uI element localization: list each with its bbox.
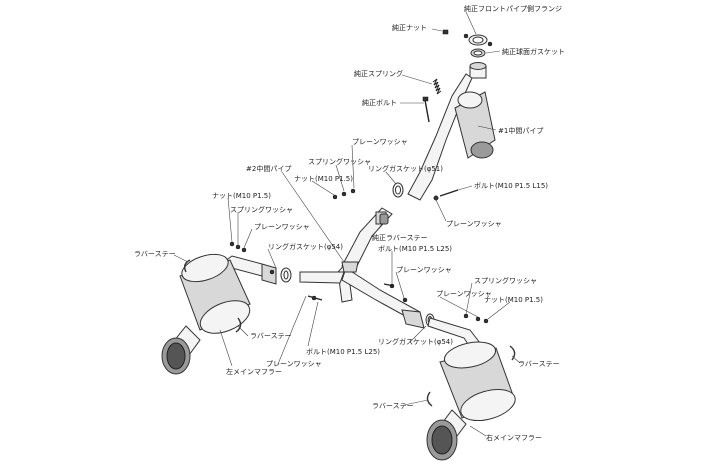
label-rubber-stay-r1: ラバーステー bbox=[518, 360, 560, 368]
label-bolt-top: 純正ボルト bbox=[362, 98, 397, 107]
nut-top-part bbox=[442, 29, 449, 35]
left-joint bbox=[229, 241, 323, 301]
pipe1-part bbox=[407, 62, 496, 201]
bolt-top-part bbox=[422, 96, 430, 123]
label-bolt-c: ボルト(M10 P1.5 L25) bbox=[378, 245, 452, 253]
label-nut-c: ナット(M10 P1.5) bbox=[294, 175, 353, 183]
label-rubber-stay-l2: ラバーステー bbox=[250, 332, 292, 340]
left-muffler-part bbox=[161, 253, 251, 375]
front-flange bbox=[463, 33, 493, 47]
label-main-muffler-r: 右メインマフラー bbox=[486, 433, 542, 442]
label-spring-washer-r: スプリングワッシャ bbox=[474, 276, 537, 285]
right-muffler-part bbox=[426, 341, 516, 461]
label-plain-washer-r3: プレーンワッシャ bbox=[436, 290, 492, 298]
label-rubber-stay-genuine: 純正ラバーステー bbox=[372, 233, 428, 242]
label-rubber-stay-l1: ラバーステー bbox=[134, 250, 176, 258]
label-pipe1: #1中間パイプ bbox=[498, 126, 543, 135]
label-ring-gasket-54-l: リングガスケット(φ54) bbox=[268, 242, 343, 251]
label-rubber-stay-r2: ラバーステー bbox=[372, 402, 414, 410]
label-spring-washer-c: スプリングワッシャ bbox=[308, 157, 371, 166]
leader-lines bbox=[173, 11, 521, 437]
label-main-muffler-l: 左メインマフラー bbox=[226, 367, 282, 376]
label-nut-top: 純正ナット bbox=[392, 23, 427, 32]
rubber-stay-genuine-part bbox=[379, 213, 389, 225]
label-spring: 純正スプリング bbox=[354, 69, 403, 78]
label-front-flange: 純正フロントパイプ側フランジ bbox=[464, 4, 562, 13]
label-nut-r: ナット(M10 P1.5) bbox=[484, 296, 543, 304]
label-plain-washer-r2: プレーンワッシャ bbox=[396, 266, 452, 274]
label-spring-washer-l: スプリングワッシャ bbox=[230, 205, 293, 214]
labels: 純正フロントパイプ側フランジ 純正ナット 純正球面ガスケット 純正スプリング 純… bbox=[134, 4, 565, 442]
label-ball-gasket: 純正球面ガスケット bbox=[502, 47, 565, 56]
label-pipe2: #2中間パイプ bbox=[246, 164, 291, 173]
label-ring-gasket-51: リングガスケット(φ51) bbox=[368, 164, 443, 173]
ring-gasket-51-part bbox=[392, 182, 404, 198]
label-ring-gasket-54-r: リングガスケット(φ54) bbox=[378, 337, 453, 346]
pipe2-part bbox=[299, 207, 421, 323]
label-plain-washer-c: プレーンワッシャ bbox=[352, 138, 408, 146]
label-plain-washer-r1: プレーンワッシャ bbox=[446, 220, 502, 228]
hardware-center bbox=[332, 188, 459, 201]
label-plain-washer-bl: プレーンワッシャ bbox=[266, 360, 322, 368]
label-bolt-bl: ボルト(M10 P1.5 L25) bbox=[306, 348, 380, 356]
label-bolt-right-top: ボルト(M10 P1.5 L15) bbox=[474, 182, 548, 190]
label-nut-l: ナット(M10 P1.5) bbox=[212, 192, 271, 200]
ball-gasket bbox=[470, 48, 486, 58]
label-plain-washer-l: プレーンワッシャ bbox=[254, 223, 310, 231]
spring-part bbox=[432, 78, 442, 95]
